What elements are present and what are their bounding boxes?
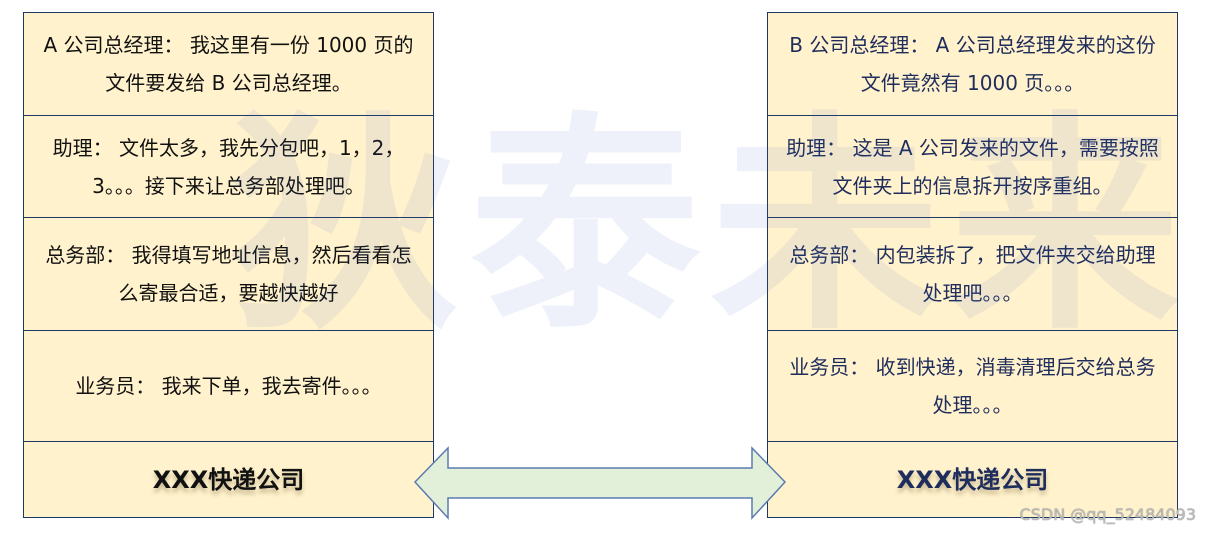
credit-text: CSDN @qq_52484093: [1019, 505, 1196, 524]
receiver-clerk: 业务员： 收到快递，消毒清理后交给总务处理。。。: [768, 331, 1177, 442]
receiver-stack: B 公司总经理： A 公司总经理发来的这份文件竟然有 1000 页。。。 助理：…: [767, 12, 1178, 518]
sender-ceo: A 公司总经理： 我这里有一份 1000 页的文件要发给 B 公司总经理。: [24, 13, 433, 116]
receiver-assistant: 助理： 这是 A 公司发来的文件，需要按照文件夹上的信息拆开按序重组。: [768, 116, 1177, 218]
sender-clerk: 业务员： 我来下单，我去寄件。。。: [24, 331, 433, 442]
receiver-ceo: B 公司总经理： A 公司总经理发来的这份文件竟然有 1000 页。。。: [768, 13, 1177, 116]
receiver-general-affairs: 总务部： 内包装拆了，把文件夹交给助理处理吧。。。: [768, 218, 1177, 331]
sender-assistant: 助理： 文件太多，我先分包吧，1，2，3。。。接下来让总务部处理吧。: [24, 116, 433, 218]
receiver-courier: XXX快递公司: [896, 465, 1049, 494]
double-arrow-icon: [413, 446, 787, 520]
sender-courier: XXX快递公司: [152, 465, 305, 494]
sender-stack: A 公司总经理： 我这里有一份 1000 页的文件要发给 B 公司总经理。 助理…: [23, 12, 434, 518]
sender-general-affairs: 总务部： 我得填写地址信息，然后看看怎么寄最合适，要越快越好: [24, 218, 433, 331]
